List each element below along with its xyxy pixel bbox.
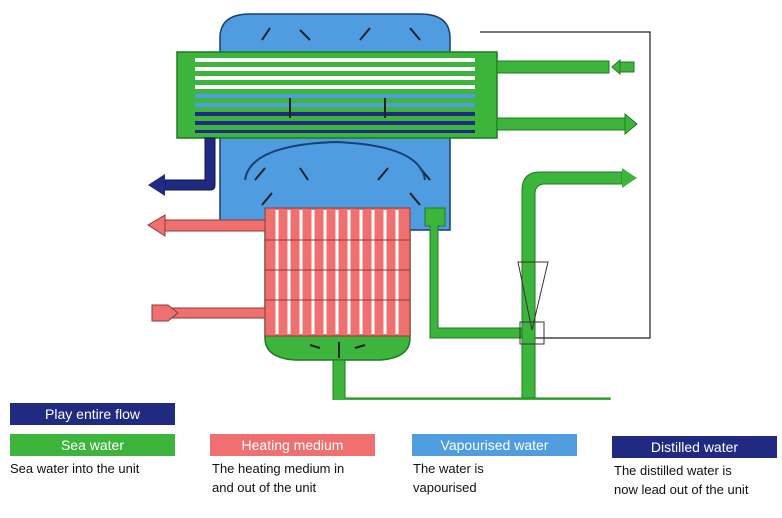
distilled-water-description-line: The distilled water is <box>614 463 732 478</box>
heating-medium-button[interactable]: Heating medium <box>210 434 375 456</box>
heating-medium-description: The heating medium in and out of the uni… <box>212 459 392 497</box>
distilled-water-description-line: now lead out of the unit <box>614 482 749 497</box>
distilled-water-arrow <box>148 174 165 196</box>
vapourised-water-description-line: The water is <box>413 461 484 476</box>
brine-flow-arrows <box>309 344 366 349</box>
condenser-tubes <box>195 58 475 133</box>
vapour-flow-arrows <box>254 27 431 206</box>
vessel-baffle <box>244 140 426 181</box>
ejector-arrow <box>622 168 637 188</box>
vapourised-water-description: The water is vapourised <box>413 459 593 497</box>
vapourised-water-button[interactable]: Vapourised water <box>412 434 577 456</box>
vapourised-water-description-line: vapourised <box>413 480 477 495</box>
heating-tube-grid <box>265 239 410 301</box>
ejector-throat <box>519 321 545 345</box>
heating-medium-pipes <box>147 214 266 322</box>
sea-water-condenser-pipes <box>496 58 638 136</box>
distilled-water-outlet-pipe <box>164 137 216 191</box>
control-line <box>480 31 651 339</box>
sea-water-description-line: Sea water into the unit <box>10 461 140 476</box>
heating-medium-description-line: and out of the unit <box>212 480 317 495</box>
ejector-pipe <box>521 171 623 399</box>
heating-tube-dividers <box>275 210 399 334</box>
sea-water-bottom-pipe <box>332 359 611 400</box>
sea-water-description: Sea water into the unit <box>10 459 190 478</box>
distilled-water-button[interactable]: Distilled water <box>612 436 777 458</box>
heating-medium-description-line: The heating medium in <box>212 461 345 476</box>
distilled-water-description: The distilled water is now lead out of t… <box>614 461 779 499</box>
ejector-nozzle <box>517 261 549 331</box>
sea-water-button[interactable]: Sea water <box>10 434 175 456</box>
play-entire-flow-button[interactable]: Play entire flow <box>10 403 175 425</box>
fresh-water-generator-diagram <box>147 13 651 400</box>
